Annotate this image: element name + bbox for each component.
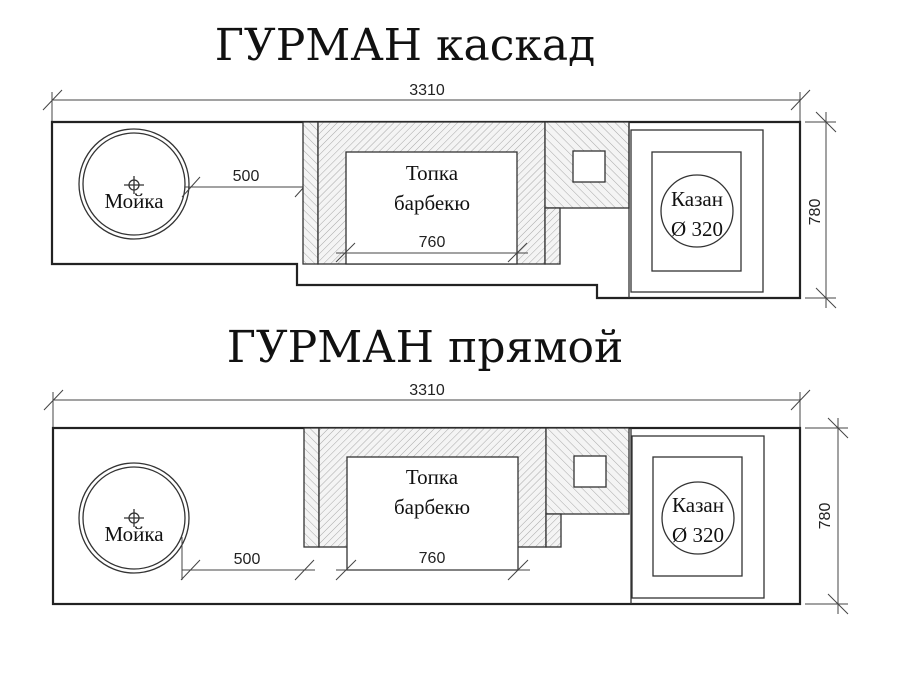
kazan-circle xyxy=(661,481,735,555)
sink-label: Мойка xyxy=(104,189,164,213)
diagram-straight: ГУРМАН прямой 3310 Мойка 500 xyxy=(43,322,849,615)
kazan-section: Казан Ø 320 xyxy=(628,122,764,298)
sink-label: Мойка xyxy=(104,522,164,546)
sink-gap-dimension: 500 xyxy=(180,537,315,581)
firebox-label-line2: барбекю xyxy=(394,191,470,215)
overall-length-dimension: 3310 xyxy=(43,382,811,428)
kazan-label-line2: Ø 320 xyxy=(671,217,723,241)
kazan-label-line1: Казан xyxy=(671,187,723,211)
sink-gap-dimension: 500 xyxy=(181,168,315,198)
chimney-opening xyxy=(573,455,607,488)
kazan-section: Казан Ø 320 xyxy=(630,428,765,604)
overall-length-dimension: 3310 xyxy=(42,82,811,122)
kazan-label-line1: Казан xyxy=(672,493,724,517)
countertop-outline xyxy=(50,120,802,300)
diagram-title: ГУРМАН каскад xyxy=(215,20,595,71)
chimney-opening xyxy=(572,150,606,183)
depth-dimension: 780 xyxy=(805,111,837,309)
barbecue-masonry: Топка барбекю 760 xyxy=(303,427,630,581)
firebox-label-line1: Топка xyxy=(406,465,459,489)
diagram-cascade: ГУРМАН каскад 3310 Мойка 500 xyxy=(42,20,837,309)
sink: Мойка xyxy=(78,128,190,240)
overall-length-label: 3310 xyxy=(409,82,445,99)
depth-label: 780 xyxy=(817,503,834,530)
firebox-label-line1: Топка xyxy=(406,161,459,185)
firebox xyxy=(346,456,519,571)
firebox-label-line2: барбекю xyxy=(394,495,470,519)
sink-gap-label: 500 xyxy=(234,551,261,568)
sink: Мойка xyxy=(78,462,190,574)
depth-label: 780 xyxy=(807,199,824,226)
barbecue-masonry: Топка барбекю 760 xyxy=(302,121,630,265)
diagram-title: ГУРМАН прямой xyxy=(227,322,624,373)
sink-gap-label: 500 xyxy=(233,168,260,185)
firebox xyxy=(345,151,518,265)
overall-length-label: 3310 xyxy=(409,382,445,399)
kazan-label-line2: Ø 320 xyxy=(672,523,724,547)
kazan-circle xyxy=(660,174,734,248)
firebox-width-label: 760 xyxy=(419,550,446,567)
firebox-width-label: 760 xyxy=(419,234,446,251)
depth-dimension: 780 xyxy=(805,417,849,615)
